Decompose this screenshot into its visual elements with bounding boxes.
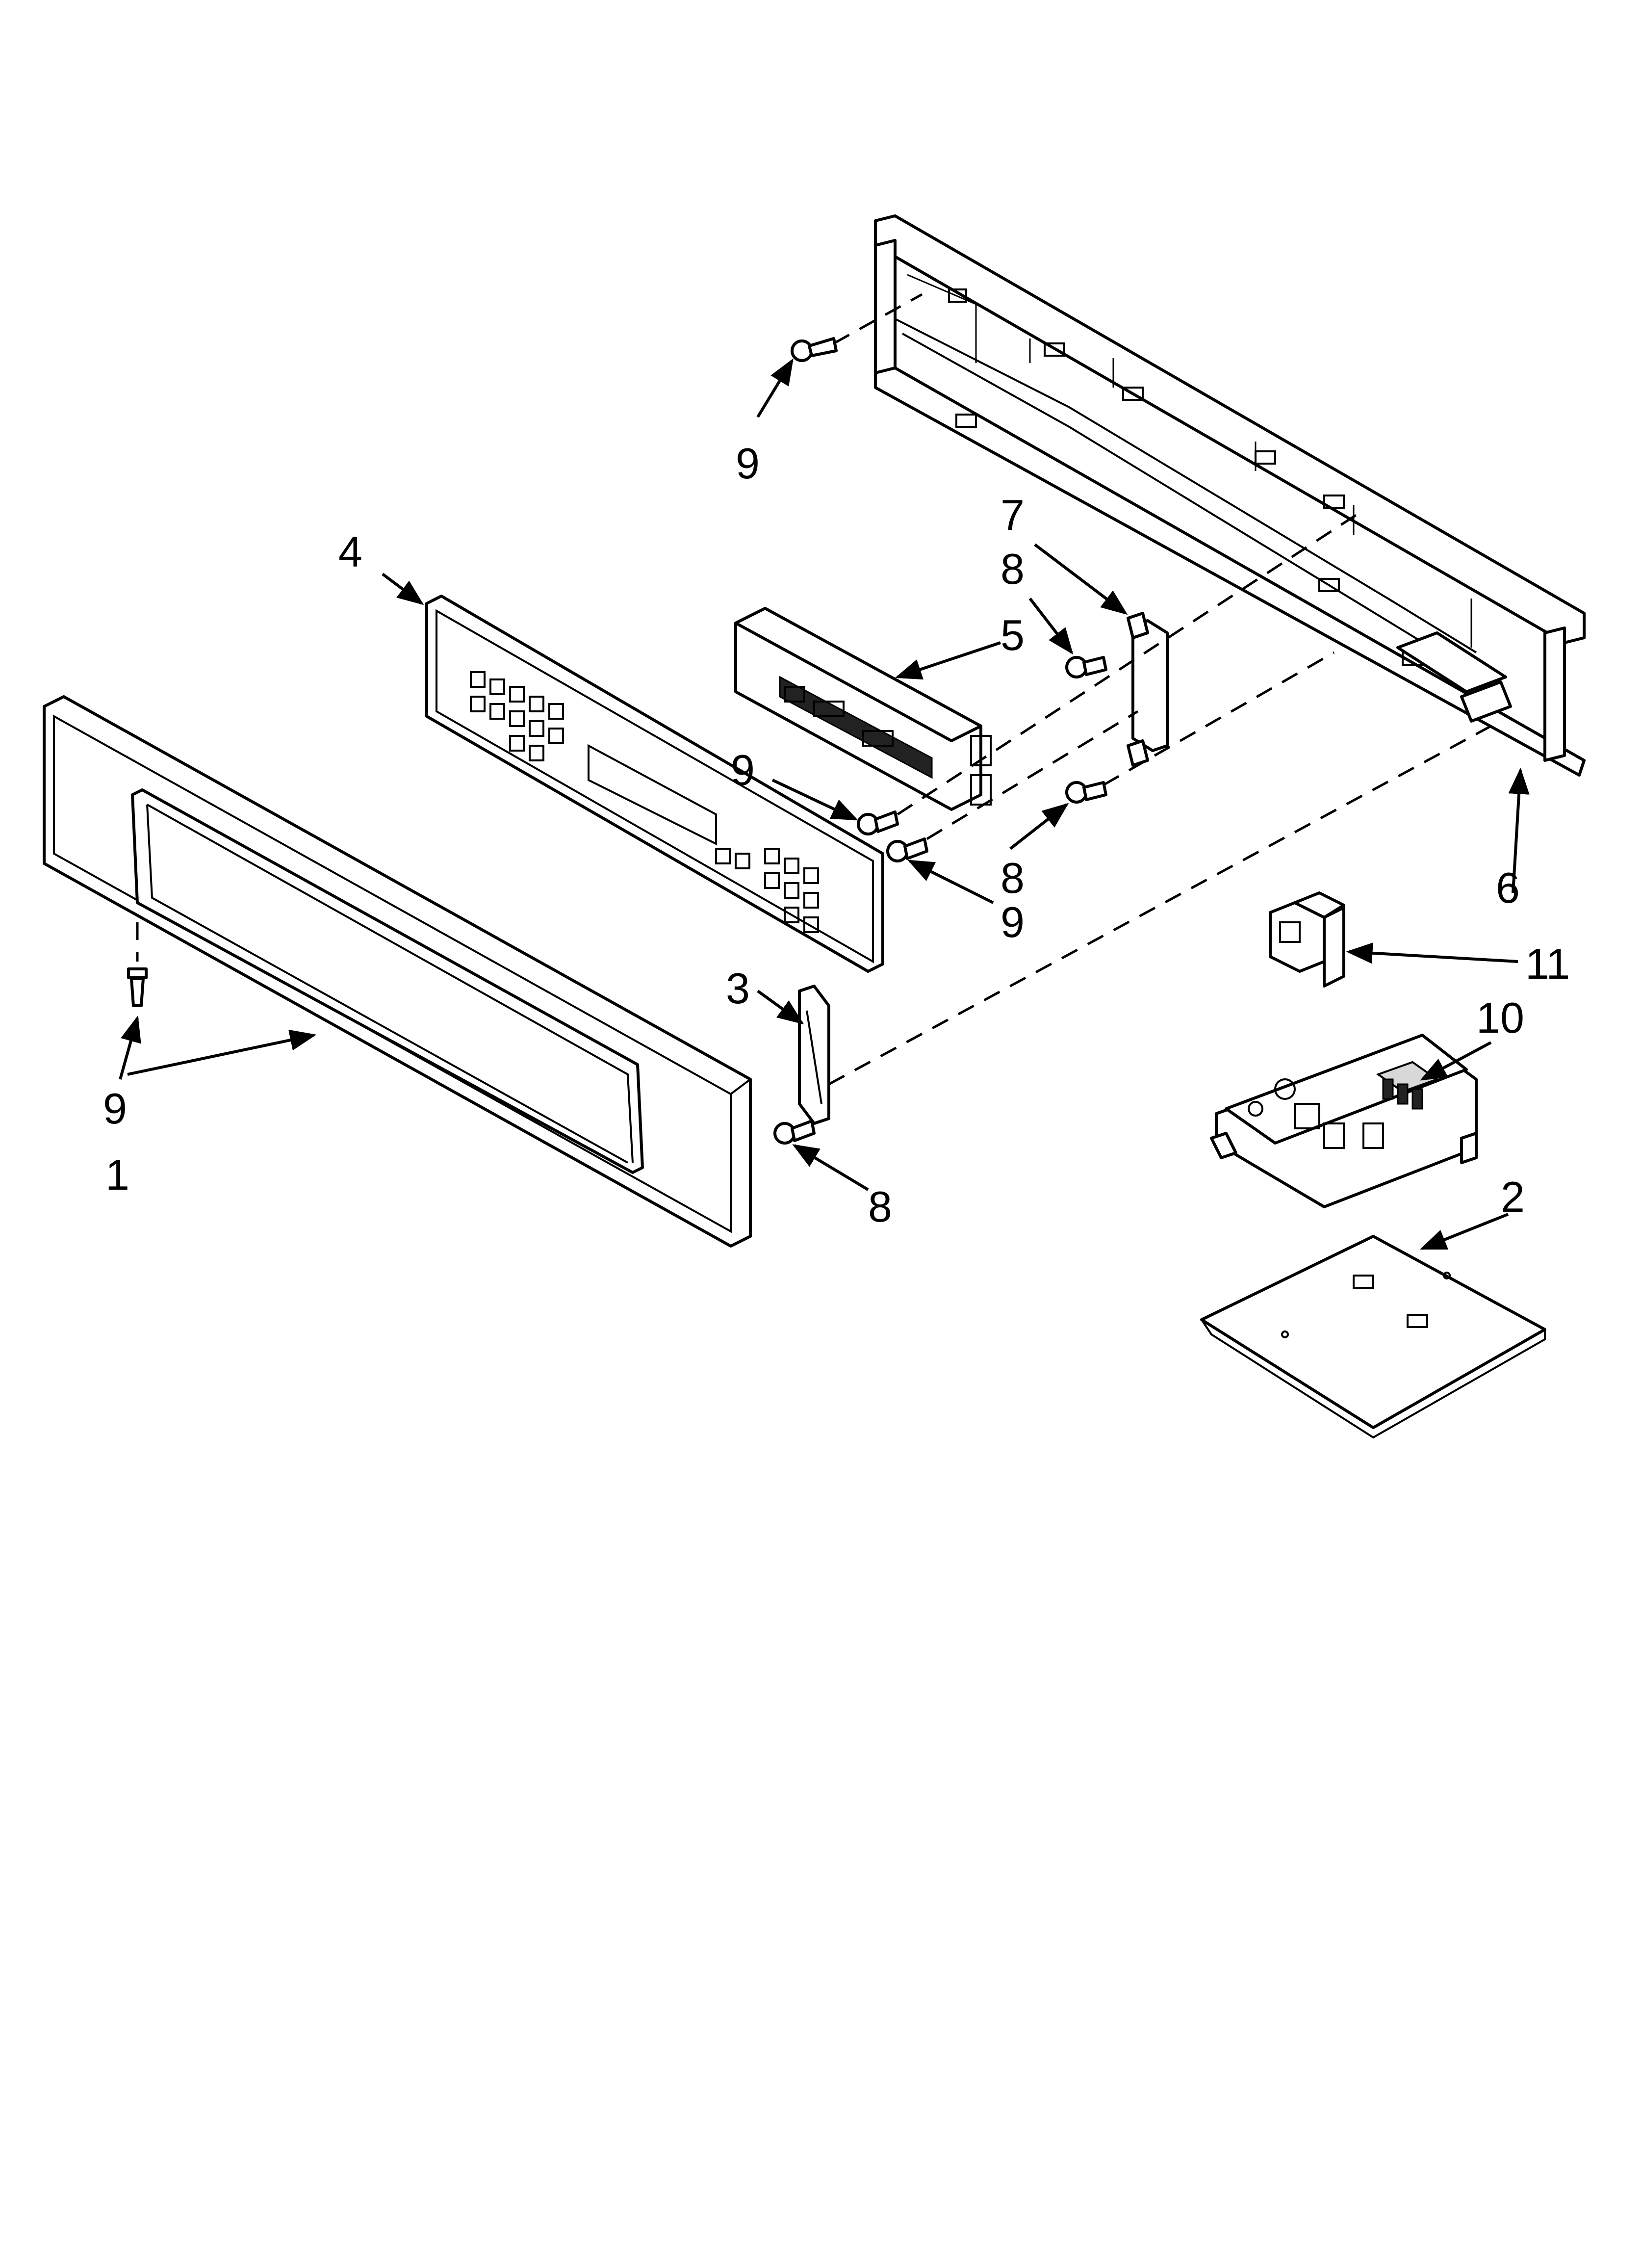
part-11-relay	[1269, 891, 1345, 988]
callout-5: 5	[1001, 611, 1025, 659]
part-10-power-supply-board	[1210, 1034, 1478, 1208]
callout-8a: 8	[1001, 545, 1025, 593]
callout-10: 10	[1476, 993, 1524, 1042]
alignment-lines	[136, 293, 1492, 1086]
part-3-side-bracket	[798, 985, 830, 1125]
part-1-control-panel-trim	[43, 695, 752, 1248]
part-2-cover-plate	[1200, 1235, 1546, 1439]
part-4-control-panel-overlay	[425, 595, 884, 973]
callout-11: 11	[1525, 939, 1570, 988]
screw-9-left	[127, 967, 148, 1007]
callout-8b: 8	[1001, 854, 1025, 902]
callout-3: 3	[726, 964, 750, 1013]
leader-arrows	[119, 358, 1530, 1250]
overlay-keypad-right	[715, 848, 819, 933]
callout-9c: 9	[1001, 898, 1025, 946]
screw-8-bottom	[773, 1120, 816, 1145]
callout-7: 7	[1001, 491, 1025, 539]
part-7-bracket	[1127, 612, 1169, 767]
screw-9-middle-a	[857, 810, 899, 835]
callout-4: 4	[338, 527, 362, 576]
callout-9d: 9	[103, 1084, 127, 1133]
screw-8-lower	[1065, 781, 1107, 804]
callout-1: 1	[105, 1150, 129, 1199]
part-5-electronic-control	[734, 607, 992, 811]
overlay-keypad-left	[470, 671, 564, 761]
callout-8c: 8	[868, 1182, 892, 1231]
part-6-control-panel-frame	[874, 214, 1586, 777]
callout-9a: 9	[736, 439, 760, 488]
screw-9-top	[791, 337, 838, 362]
callout-labels: 9 4 7 8 5 9 6 8 9 11 3 10 9 8 1 2	[103, 439, 1570, 1231]
callout-2: 2	[1501, 1173, 1525, 1221]
screw-9-middle-b	[886, 837, 928, 862]
screw-8-upper	[1065, 656, 1107, 678]
callout-6: 6	[1496, 863, 1520, 912]
callout-9b: 9	[731, 746, 755, 794]
